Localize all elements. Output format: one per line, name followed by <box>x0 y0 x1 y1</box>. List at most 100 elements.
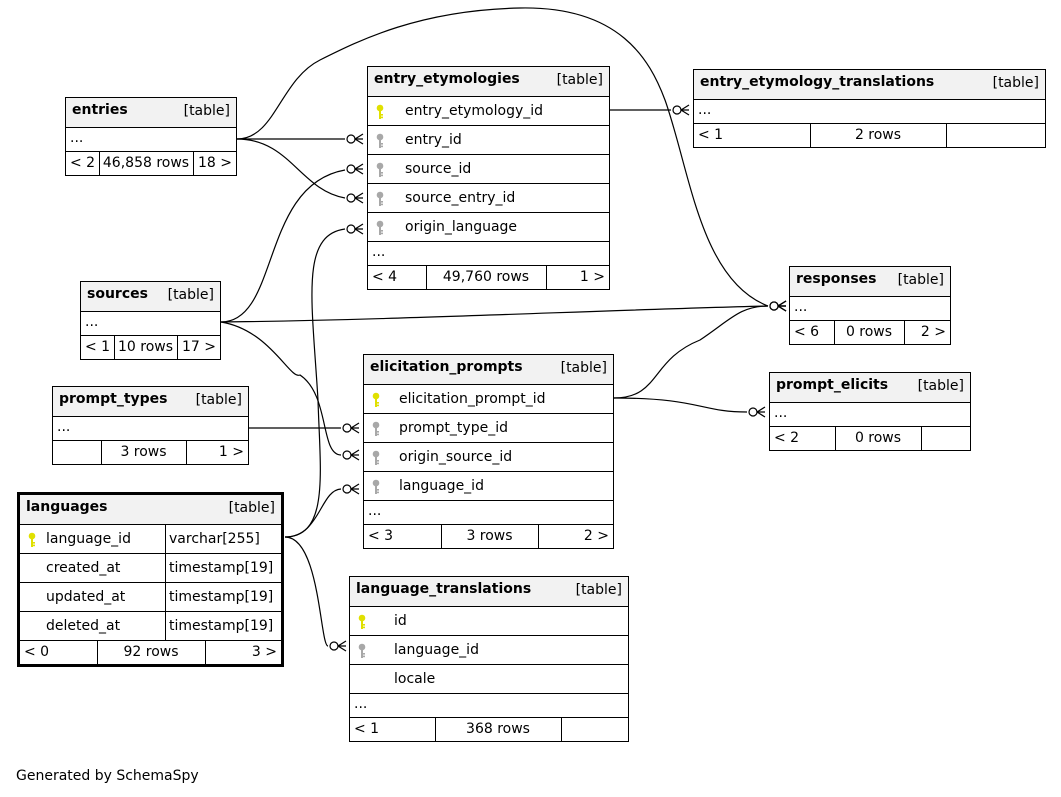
more-columns: ... <box>790 296 950 320</box>
table-prompt-elicits[interactable]: prompt_elicits [table] ... < 2 0 rows <box>769 372 971 451</box>
table-kind: [table] <box>992 75 1039 91</box>
foreign-key-icon <box>375 220 385 236</box>
parents-link[interactable]: < 2 <box>70 155 96 171</box>
table-name[interactable]: entry_etymology_translations <box>700 74 935 90</box>
parents-link[interactable]: < 4 <box>372 269 398 285</box>
foreign-key-icon <box>371 479 381 495</box>
crows-foot-marker <box>337 640 347 652</box>
table-entry-etymology-translations[interactable]: entry_etymology_translations [table] ...… <box>693 69 1046 148</box>
table-footer: < 2 46,858 rows 18 > <box>66 151 236 175</box>
table-entries[interactable]: entries [table] ... < 2 46,858 rows 18 > <box>65 97 237 176</box>
table-footer: < 2 0 rows <box>770 426 970 450</box>
edge-languages-entry-etymologies <box>284 228 346 538</box>
foreign-key-icon <box>375 133 385 149</box>
column-name: deleted_at <box>46 618 121 634</box>
table-elicitation-prompts[interactable]: elicitation_prompts [table] elicitation_… <box>363 354 614 549</box>
edge-sources-responses <box>220 305 769 323</box>
table-prompt-types[interactable]: prompt_types [table] ... 3 rows 1 > <box>52 386 249 465</box>
column-name: source_entry_id <box>405 190 516 206</box>
children-link[interactable]: 3 > <box>251 644 277 660</box>
edge-sources-elicitation-prompts <box>220 321 342 456</box>
parents-link[interactable]: < 1 <box>698 127 724 143</box>
table-footer: < 4 49,760 rows 1 > <box>368 265 609 289</box>
foreign-key-icon <box>375 191 385 207</box>
column-row[interactable]: updated_at timestamp[19] <box>20 582 281 611</box>
column-name: entry_id <box>405 132 462 148</box>
crows-foot-marker <box>354 223 364 235</box>
edge-elicitation-prompts-responses <box>613 305 769 399</box>
table-footer: < 1 2 rows <box>694 123 1045 147</box>
more-columns: ... <box>694 99 1045 123</box>
column-row[interactable]: deleted_at timestamp[19] <box>20 611 281 640</box>
children-link[interactable]: 1 > <box>218 444 244 460</box>
column-row[interactable]: elicitation_prompt_id <box>364 384 613 413</box>
more-columns: ... <box>350 693 628 717</box>
table-languages[interactable]: languages [table] language_id varchar[25… <box>17 492 284 667</box>
column-name: origin_source_id <box>399 449 513 465</box>
table-name[interactable]: entry_etymologies <box>374 71 520 87</box>
column-row[interactable]: language_id varchar[255] <box>20 524 281 553</box>
column-name: created_at <box>46 560 121 576</box>
column-row[interactable]: source_entry_id <box>368 183 609 212</box>
table-footer: < 6 0 rows 2 > <box>790 320 950 344</box>
column-row[interactable]: language_id <box>364 471 613 500</box>
column-row[interactable]: prompt_type_id <box>364 413 613 442</box>
row-count: 3 rows <box>466 528 513 544</box>
table-name[interactable]: prompt_types <box>59 391 168 407</box>
column-row[interactable]: entry_etymology_id <box>368 96 609 125</box>
column-row[interactable]: created_at timestamp[19] <box>20 553 281 582</box>
crows-foot-marker <box>756 406 766 418</box>
parents-link[interactable]: < 1 <box>85 339 111 355</box>
column-row[interactable]: locale <box>350 664 628 693</box>
parents-link[interactable]: < 0 <box>24 644 50 660</box>
parents-link[interactable]: < 3 <box>368 528 394 544</box>
row-count: 0 rows <box>854 430 902 446</box>
children-link[interactable]: 2 > <box>920 324 946 340</box>
table-kind: [table] <box>556 72 603 88</box>
table-header: elicitation_prompts [table] <box>364 355 613 384</box>
children-link[interactable]: 2 > <box>583 528 609 544</box>
row-count: 0 rows <box>845 324 893 340</box>
table-name[interactable]: entries <box>72 102 128 118</box>
table-name[interactable]: languages <box>26 499 108 515</box>
zero-or-many-marker <box>748 407 758 417</box>
more-columns: ... <box>364 500 613 524</box>
table-name[interactable]: elicitation_prompts <box>370 359 523 375</box>
column-name: language_id <box>394 642 479 658</box>
parents-link[interactable]: < 1 <box>354 721 380 737</box>
column-row[interactable]: entry_id <box>368 125 609 154</box>
column-row[interactable]: source_id <box>368 154 609 183</box>
table-footer: 3 rows 1 > <box>53 440 248 464</box>
table-name[interactable]: responses <box>796 271 877 287</box>
table-kind: [table] <box>560 360 607 376</box>
table-name[interactable]: language_translations <box>356 581 532 597</box>
column-type: timestamp[19] <box>165 554 273 582</box>
table-kind: [table] <box>167 287 214 303</box>
column-row[interactable]: language_id <box>350 635 628 664</box>
more-columns: ... <box>770 402 970 426</box>
table-language-translations[interactable]: language_translations [table] id languag… <box>349 576 629 742</box>
table-name[interactable]: sources <box>87 286 148 302</box>
parents-link[interactable]: < 2 <box>774 430 800 446</box>
edge-sources-entry-etymologies-source <box>220 169 346 323</box>
table-header: prompt_elicits [table] <box>770 373 970 402</box>
column-name: elicitation_prompt_id <box>399 391 546 407</box>
table-responses[interactable]: responses [table] ... < 6 0 rows 2 > <box>789 266 951 345</box>
crows-foot-marker <box>354 192 364 204</box>
parents-link[interactable]: < 6 <box>794 324 820 340</box>
table-sources[interactable]: sources [table] ... < 1 10 rows 17 > <box>80 281 221 360</box>
column-row[interactable]: origin_source_id <box>364 442 613 471</box>
column-row[interactable]: id <box>350 606 628 635</box>
table-name[interactable]: prompt_elicits <box>776 377 889 393</box>
foreign-key-icon <box>375 162 385 178</box>
children-link[interactable]: 18 > <box>198 155 232 171</box>
foreign-key-icon <box>357 643 367 659</box>
children-link[interactable]: 1 > <box>579 269 605 285</box>
table-entry-etymologies[interactable]: entry_etymologies [table] entry_etymolog… <box>367 66 610 290</box>
column-row[interactable]: origin_language <box>368 212 609 241</box>
row-count: 92 rows <box>123 644 179 660</box>
generated-by-label: Generated by SchemaSpy <box>16 768 199 784</box>
children-link[interactable]: 17 > <box>182 339 216 355</box>
column-name: updated_at <box>46 589 126 605</box>
